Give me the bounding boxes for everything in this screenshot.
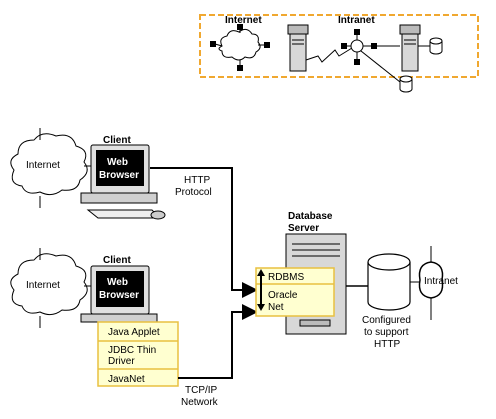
client-2-network-line2: Network — [181, 397, 219, 408]
network-legend: Internet Intranet — [199, 14, 479, 93]
server-software-box: RDBMS Oracle Net — [255, 267, 335, 317]
client-1-internet-cloud-icon: Internet — [10, 128, 96, 208]
client-1-screen-line2: Browser — [99, 170, 139, 181]
intranet-hub-icon: Intranet — [418, 246, 458, 320]
stack-javanet: JavaNet — [108, 374, 145, 385]
client-1-protocol-line1: HTTP — [184, 175, 210, 186]
legend-intranet-label: Intranet — [338, 15, 375, 26]
stack-jdbc-line1: JDBC Thin — [108, 345, 156, 356]
client-2-network-line1: TCP/IP — [185, 385, 218, 396]
client-2-internet-cloud-icon: Internet — [10, 248, 96, 328]
client-2-monitor-icon: Web Browser — [80, 265, 158, 323]
server-rdbms-label: RDBMS — [268, 272, 304, 283]
server-title-line2: Server — [288, 223, 319, 234]
client-1-cloud-label: Internet — [26, 160, 60, 171]
server-intranet-label: Intranet — [424, 276, 458, 287]
client-2-cloud-label: Internet — [26, 280, 60, 291]
client-2-screen-line1: Web — [107, 277, 128, 288]
server-note-line2: to support — [364, 327, 409, 338]
client-1-monitor-icon: Web Browser — [80, 144, 166, 220]
client-2-screen-line2: Browser — [99, 290, 139, 301]
client-1-protocol-line2: Protocol — [175, 187, 212, 198]
client-stack-box — [97, 321, 179, 387]
http-connection-line — [150, 167, 258, 298]
server-note-line3: HTTP — [374, 339, 400, 350]
server-oraclenet-line2: Net — [268, 302, 284, 313]
client-1-screen-line1: Web — [107, 157, 128, 168]
stack-java-applet: Java Applet — [108, 327, 160, 338]
server-note-line1: Configured — [362, 315, 411, 326]
client-1: Client Internet Web Browser HTTP Protoco… — [10, 128, 212, 220]
client-2-software-stack: Java Applet JDBC Thin Driver JavaNet — [97, 321, 179, 387]
client-1-title: Client — [103, 135, 131, 146]
stack-jdbc-line2: Driver — [108, 356, 135, 367]
server-oraclenet-line1: Oracle — [268, 290, 298, 301]
legend-hub-icon — [341, 29, 401, 83]
database-server: Database Server RDBMS Oracle Net Confi — [255, 211, 458, 350]
client-2: Client Internet Web Browser Java Applet … — [10, 248, 219, 408]
legend-server-icon — [287, 24, 309, 72]
client-2-title: Client — [103, 255, 131, 266]
legend-server-icon-2 — [399, 24, 421, 72]
database-cylinder-icon — [367, 253, 411, 311]
legend-internet-cloud-icon — [210, 24, 270, 71]
legend-database-icon — [429, 37, 443, 55]
tcpip-connection-line — [178, 304, 258, 379]
legend-internet-label: Internet — [225, 15, 262, 26]
legend-database-icon-2 — [399, 75, 413, 93]
server-title-line1: Database — [288, 211, 333, 222]
